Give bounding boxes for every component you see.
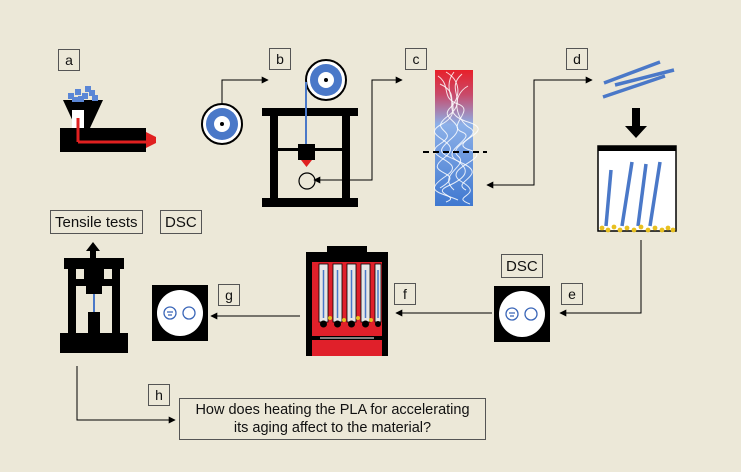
extruder-icon	[60, 86, 156, 152]
tensile-machine-icon	[60, 242, 128, 353]
dsc-label-top: DSC	[160, 210, 202, 234]
down-arrow	[625, 108, 647, 138]
step-label-h: h	[148, 384, 170, 406]
arrow-a-b	[221, 76, 269, 104]
arrow-d-e	[559, 240, 642, 317]
aging-oven-icon	[306, 246, 388, 356]
filament-spool-icon	[201, 103, 243, 145]
container-icon	[597, 145, 677, 233]
tensile-tests-label: Tensile tests	[50, 210, 143, 234]
step-label-e: e	[561, 283, 583, 305]
3d-printer-icon	[262, 59, 358, 207]
dsc-pan-icon	[494, 286, 550, 342]
step-label-g: g	[218, 284, 240, 306]
arrow-tensile-h	[76, 366, 176, 424]
step-label-c: c	[405, 48, 427, 70]
printed-specimen-icon	[423, 70, 487, 206]
filament-strands-icon	[602, 60, 675, 99]
dsc-label-right: DSC	[501, 254, 543, 278]
step-label-f: f	[394, 283, 416, 305]
step-label-b: b	[269, 48, 291, 70]
step-label-a: a	[58, 49, 80, 71]
dsc-pan-icon	[152, 285, 208, 341]
arrow-c-d	[486, 76, 593, 189]
step-label-d: d	[566, 48, 588, 70]
research-question: How does heating the PLA for acceleratin…	[179, 398, 486, 440]
arrow-b-c	[313, 76, 403, 184]
